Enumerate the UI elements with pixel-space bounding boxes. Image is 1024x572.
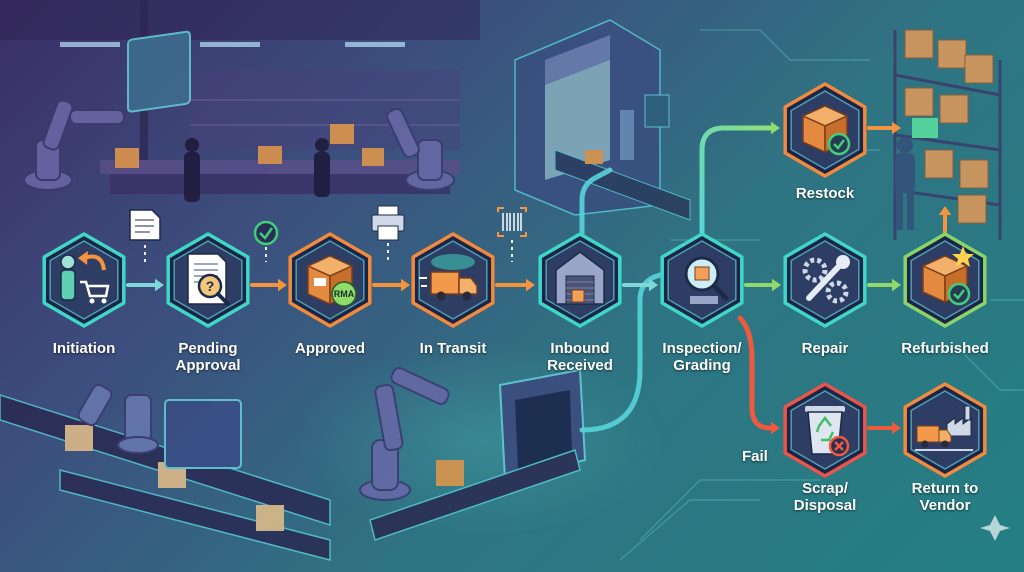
node-vendor (903, 382, 987, 478)
truck-factory-icon (915, 405, 973, 451)
node-initiation (42, 232, 126, 328)
arrow-restock-to-shelf (867, 121, 901, 135)
node-refurbished (903, 232, 987, 328)
node-inbound (538, 232, 622, 328)
label-repair: Repair (801, 340, 849, 357)
box-star-icon (921, 246, 974, 306)
arrow-inbound-to-inspection (622, 278, 658, 292)
label-approved: Approved (294, 340, 365, 357)
process-nodes: ? (42, 82, 987, 478)
label-scrap: Scrap/Disposal (793, 480, 857, 514)
magnifier-box-icon (684, 256, 729, 304)
node-approved (288, 232, 372, 328)
rma-box-icon (306, 255, 357, 307)
arrow-pending-to-approved (250, 278, 287, 292)
node-pending: ? (166, 232, 250, 328)
step-indicators (129, 205, 527, 262)
node-inspection (660, 232, 744, 328)
recycle-bin-icon (805, 406, 850, 457)
rma-badge: RMA (334, 289, 355, 299)
arrow-inspection-to-repair (744, 278, 781, 292)
arrow-transit-to-inbound (495, 278, 535, 292)
label-refurbished: Refurbished (901, 340, 989, 357)
check-circle-icon (253, 220, 279, 246)
svg-text:?: ? (206, 278, 215, 294)
person-cart-return-icon (60, 251, 110, 304)
node-transit (411, 232, 495, 328)
node-repair (783, 232, 867, 328)
printer-icon (371, 205, 405, 241)
warehouse-icon (555, 251, 605, 305)
label-initiation: Initiation (52, 340, 116, 357)
arrow-approved-to-transit (372, 278, 410, 292)
connector-pipes (579, 167, 663, 433)
document-icon (129, 209, 161, 241)
arrow-scrap-to-vendor (867, 421, 901, 435)
fail-branch-label: Fail (742, 448, 768, 465)
wrench-gear-icon (802, 255, 850, 304)
flow-arrows (126, 121, 952, 435)
arrow-inspection-to-scrap (737, 315, 780, 435)
sparkle-icon (980, 515, 1010, 541)
arrow-refurbished-to-shelf (938, 206, 952, 238)
arrow-repair-to-refurbished (867, 278, 901, 292)
label-inspection: Inspection/Grading (662, 340, 742, 374)
label-restock: Restock (795, 185, 855, 202)
node-restock (783, 82, 867, 178)
box-check-icon (801, 105, 851, 156)
arrow-initiation-to-pending (126, 278, 164, 292)
arrow-inspection-to-restock (699, 121, 780, 239)
label-transit: In Transit (419, 340, 487, 357)
delivery-truck-icon (419, 254, 478, 301)
barcode-icon (497, 207, 527, 237)
node-scrap (783, 382, 867, 478)
document-magnifier-icon: ? (187, 253, 230, 306)
